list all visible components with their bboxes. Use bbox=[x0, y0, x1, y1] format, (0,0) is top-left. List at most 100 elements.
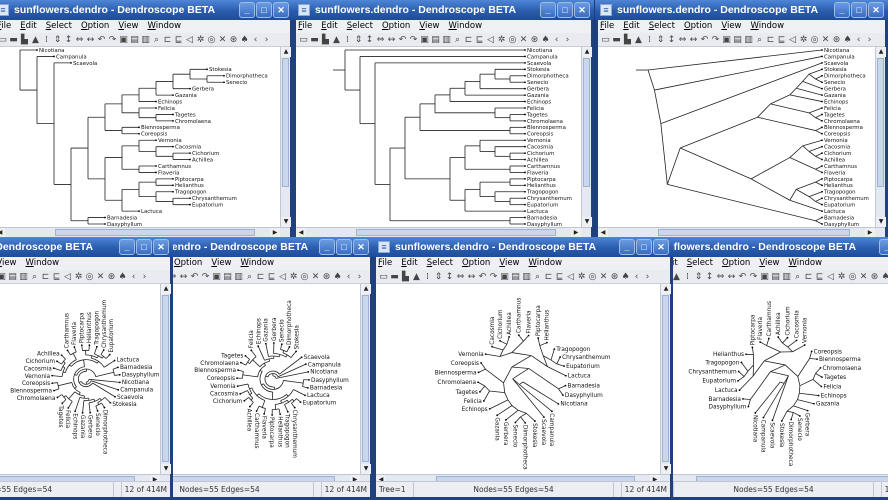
menu-file[interactable]: File bbox=[298, 21, 313, 31]
rotate-left-icon[interactable]: ↶ bbox=[97, 35, 106, 45]
next-tree-icon[interactable]: › bbox=[142, 272, 147, 282]
find-icon[interactable]: ♠ bbox=[541, 35, 550, 45]
menu-window[interactable]: Window bbox=[240, 258, 275, 268]
next-tree-icon[interactable]: › bbox=[357, 272, 362, 282]
vertical-scroll-thumb[interactable] bbox=[877, 58, 884, 187]
radial-phylogram-icon[interactable]: ⊛ bbox=[322, 272, 331, 282]
menu-view[interactable]: View bbox=[419, 21, 440, 31]
menu-view[interactable]: View bbox=[499, 258, 520, 268]
phylogram-icon[interactable]: ⊏ bbox=[163, 35, 172, 45]
radial-phylogram-icon[interactable]: ⊛ bbox=[610, 272, 619, 282]
inner-circular-icon[interactable]: ✕ bbox=[96, 272, 105, 282]
expand-vertical-icon[interactable]: ⇕ bbox=[694, 272, 703, 282]
minimize-button[interactable]: _ bbox=[119, 239, 135, 255]
rectangular-view-icon[interactable]: ▣ bbox=[119, 35, 128, 45]
rotate-left-icon[interactable]: ↶ bbox=[700, 35, 709, 45]
minimize-button[interactable]: _ bbox=[619, 239, 635, 255]
circular-view-icon[interactable]: ▥ bbox=[744, 35, 753, 45]
menu-option[interactable]: Option bbox=[173, 258, 203, 268]
export-icon[interactable]: ▲ bbox=[333, 35, 340, 45]
contract-horizontal-icon[interactable]: ↔ bbox=[179, 272, 188, 282]
find-icon[interactable]: ♠ bbox=[240, 35, 249, 45]
scroll-down-button[interactable]: ▼ bbox=[876, 217, 886, 227]
menu-select[interactable]: Select bbox=[45, 21, 72, 31]
scroll-up-button[interactable]: ▲ bbox=[361, 284, 371, 294]
rectangular-view-icon[interactable]: ▣ bbox=[0, 270, 7, 283]
menu-window[interactable]: Window bbox=[528, 258, 563, 268]
radial-icon[interactable]: ✲ bbox=[196, 35, 205, 45]
title-bar[interactable]: ≡sunflowers.dendro - Dendroscope BETA_□✕ bbox=[0, 237, 173, 257]
inner-circular-icon[interactable]: ✕ bbox=[218, 35, 227, 45]
menu-window[interactable]: Window bbox=[147, 21, 182, 31]
slanted-view-icon[interactable]: ▤ bbox=[733, 35, 742, 45]
rotate-right-icon[interactable]: ↷ bbox=[108, 35, 117, 45]
save-icon[interactable]: ▬ bbox=[612, 35, 621, 45]
open-icon[interactable]: ▭ bbox=[379, 272, 388, 282]
title-bar[interactable]: ≡sunflowers.dendro - Dendroscope BETA_□✕ bbox=[173, 237, 373, 257]
vertical-scrollbar[interactable]: ▲▼ bbox=[280, 47, 291, 227]
find-icon[interactable]: ♠ bbox=[621, 272, 630, 282]
scroll-up-button[interactable]: ▲ bbox=[661, 284, 671, 294]
menu-option[interactable]: Option bbox=[683, 21, 713, 31]
vertical-scrollbar[interactable]: ▲▼ bbox=[660, 284, 671, 474]
radial-icon[interactable]: ✲ bbox=[799, 35, 808, 45]
previous-tree-icon[interactable]: ‹ bbox=[856, 35, 861, 45]
triangular-icon[interactable]: ◁ bbox=[186, 35, 193, 45]
cladogram-icon[interactable]: ⊑ bbox=[174, 35, 183, 45]
slanted-view-icon[interactable]: ▤ bbox=[223, 272, 232, 282]
rectangular-view-icon[interactable]: ▣ bbox=[760, 272, 769, 282]
scroll-right-button[interactable]: ▶ bbox=[865, 228, 875, 237]
find-icon[interactable]: ♠ bbox=[118, 272, 127, 282]
format-icon[interactable]: ⁞ bbox=[686, 272, 689, 282]
slanted-view-icon[interactable]: ▤ bbox=[511, 272, 520, 282]
scroll-down-button[interactable]: ▼ bbox=[161, 464, 171, 474]
close-button[interactable]: ✕ bbox=[153, 239, 169, 255]
zoom-icon[interactable]: ⌕ bbox=[31, 272, 38, 282]
maximize-button[interactable]: □ bbox=[336, 239, 352, 255]
vertical-scrollbar[interactable]: ▲▼ bbox=[160, 284, 171, 474]
vertical-scroll-thumb[interactable] bbox=[162, 295, 169, 462]
horizontal-scrollbar[interactable]: ◀▶ bbox=[0, 227, 290, 237]
scroll-left-button[interactable]: ◀ bbox=[376, 475, 386, 484]
menu-edit[interactable]: Edit bbox=[623, 21, 640, 31]
inner-circular-icon[interactable]: ✕ bbox=[821, 35, 830, 45]
vertical-scrollbar[interactable]: ▲▼ bbox=[360, 284, 371, 474]
inner-circular-icon[interactable]: ✕ bbox=[519, 35, 528, 45]
cladogram-icon[interactable]: ⊑ bbox=[267, 272, 276, 282]
menu-option[interactable]: Option bbox=[381, 21, 411, 31]
format-icon[interactable]: ⁞ bbox=[346, 35, 349, 45]
menu-file[interactable]: File bbox=[0, 21, 12, 31]
horizontal-scrollbar[interactable]: ◀▶ bbox=[598, 227, 885, 237]
format-icon[interactable]: ⁞ bbox=[45, 35, 48, 45]
export-icon[interactable]: ▲ bbox=[32, 35, 39, 45]
contract-vertical-icon[interactable]: ↕ bbox=[64, 35, 73, 45]
menu-option[interactable]: Option bbox=[80, 21, 110, 31]
contract-horizontal-icon[interactable]: ↔ bbox=[86, 35, 95, 45]
next-tree-icon[interactable]: › bbox=[867, 35, 872, 45]
open-icon[interactable]: ▭ bbox=[299, 35, 308, 45]
minimize-button[interactable]: _ bbox=[239, 2, 255, 18]
find-icon[interactable]: ♠ bbox=[333, 272, 342, 282]
inner-circular-icon[interactable]: ✕ bbox=[599, 272, 608, 282]
circular-cladogram-icon[interactable]: ◎ bbox=[508, 35, 517, 45]
inner-circular-icon[interactable]: ✕ bbox=[311, 272, 320, 282]
menu-select[interactable]: Select bbox=[648, 21, 675, 31]
slanted-view-icon[interactable]: ▤ bbox=[130, 35, 139, 45]
menu-edit[interactable]: Edit bbox=[673, 258, 678, 268]
rectangular-view-icon[interactable]: ▣ bbox=[500, 272, 509, 282]
close-button[interactable]: ✕ bbox=[353, 239, 369, 255]
circular-view-icon[interactable]: ▥ bbox=[522, 272, 531, 282]
circular-cladogram-icon[interactable]: ◎ bbox=[588, 272, 597, 282]
triangular-icon[interactable]: ◁ bbox=[64, 272, 71, 282]
maximize-button[interactable]: □ bbox=[851, 2, 867, 18]
radial-phylogram-icon[interactable]: ⊛ bbox=[229, 35, 238, 45]
menu-file[interactable]: File bbox=[600, 21, 615, 31]
scroll-left-button[interactable]: ◀ bbox=[598, 228, 608, 237]
cladogram-icon[interactable]: ⊑ bbox=[555, 272, 564, 282]
maximize-button[interactable]: □ bbox=[636, 239, 652, 255]
contract-vertical-icon[interactable]: ↕ bbox=[445, 272, 454, 282]
triangular-icon[interactable]: ◁ bbox=[279, 272, 286, 282]
